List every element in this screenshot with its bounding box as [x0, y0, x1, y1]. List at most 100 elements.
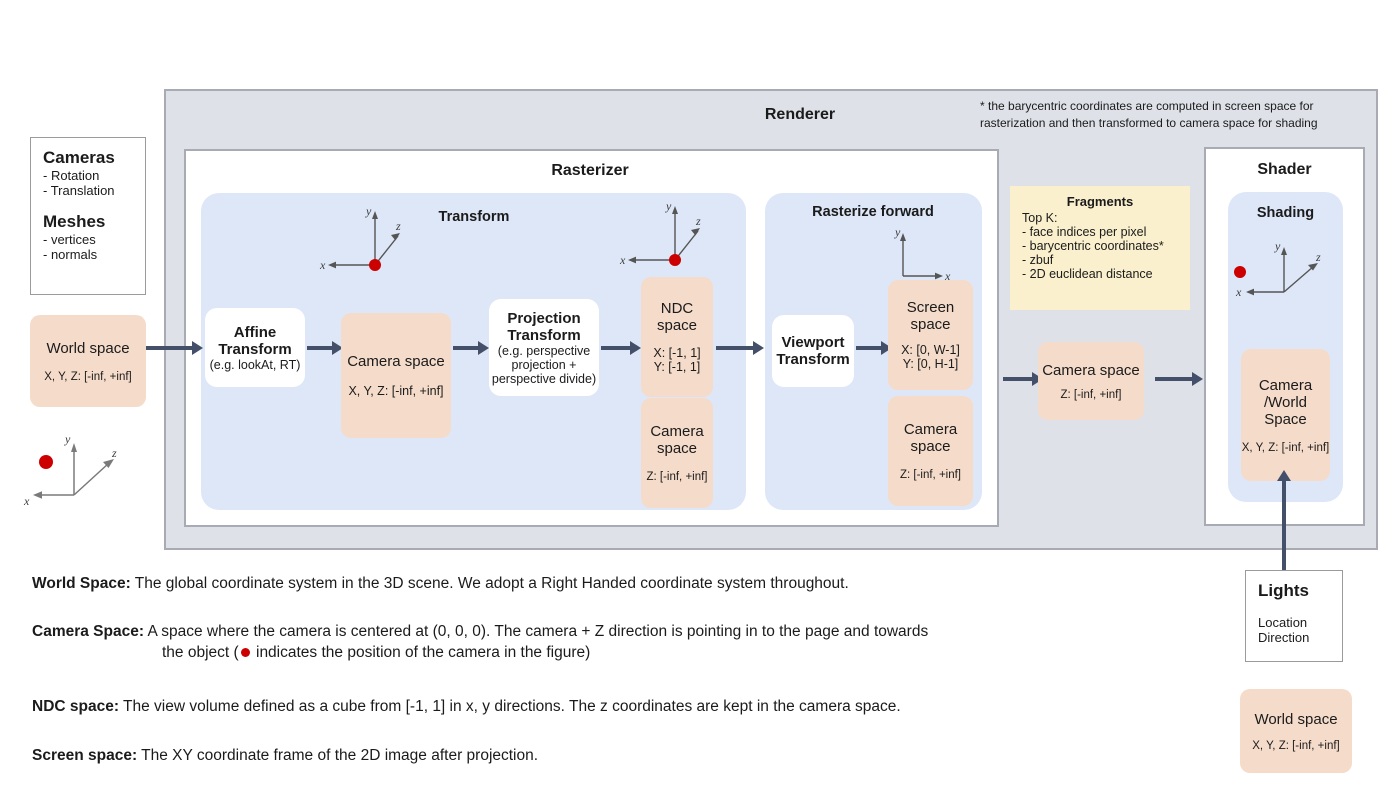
world-axes-widget: y x z [23, 425, 136, 515]
viewport-transform-box: Viewport Transform [772, 315, 854, 387]
fragments-item-1: - barycentric coordinates* [1022, 239, 1164, 253]
meshes-item-1: - normals [43, 247, 98, 262]
rasterize-camera-space-z-title-line2: space [910, 438, 951, 455]
fragments-camera-space-box: Camera space Z: [-inf, +inf] [1038, 342, 1144, 420]
renderer-footnote: * the barycentric coordinates are comput… [980, 98, 1370, 133]
legend-camera-space: Camera Space: A space where the camera i… [32, 622, 1132, 664]
ndc-space-title-line2: space [656, 317, 698, 334]
arrow-ndc-to-viewport [716, 341, 764, 355]
projection-transform-box: Projection Transform (e.g. perspective p… [489, 299, 599, 396]
affine-transform-subtitle: (e.g. lookAt, RT) [209, 357, 301, 372]
legend-screen-space-term: Screen space: [32, 747, 138, 764]
arrow-fragments-to-shader [1155, 372, 1203, 386]
axis-label-z: z [111, 446, 117, 460]
meshes-title: Meshes [43, 212, 106, 231]
rasterizer-title: Rasterizer [551, 162, 629, 179]
axis-label-x: x [944, 269, 951, 283]
transform-axes-widget: y x z [319, 203, 401, 278]
arrow-viewport-to-screen [856, 341, 892, 355]
ndc-space-box: NDC space X: [-1, 1] Y: [-1, 1] [641, 277, 713, 397]
arrow-rasterizer-to-fragments [1003, 372, 1043, 386]
lights-world-space-range: X, Y, Z: [-inf, +inf] [1252, 739, 1340, 752]
legend-camera-space-text-a: A space where the camera is centered at … [144, 623, 929, 640]
screen-space-title-line2: space [910, 316, 951, 333]
screen-space-title-line1: Screen [906, 299, 955, 316]
fragments-subtitle: Top K: [1022, 211, 1058, 225]
axis-label-y: y [64, 432, 71, 446]
axis-label-y: y [665, 199, 672, 213]
lights-world-space-box: World space X, Y, Z: [-inf, +inf] [1240, 689, 1352, 773]
renderer-footnote-line2: rasterization and then transformed to ca… [980, 116, 1318, 131]
lights-world-space-title: World space [1254, 710, 1338, 728]
axis-label-z: z [395, 219, 401, 233]
fragments-title: Fragments [1066, 194, 1134, 209]
axis-label-z: z [695, 214, 701, 228]
transform-camera-space-z-box: Camera space Z: [-inf, +inf] [641, 398, 713, 508]
world-space-input-box: World space X, Y, Z: [-inf, +inf] [30, 315, 146, 407]
renderer-footnote-line1: * the barycentric coordinates are comput… [980, 99, 1314, 113]
legend-screen-space-text: The XY coordinate frame of the 2D image … [137, 747, 539, 764]
legend-ndc-space-term: NDC space: [32, 698, 119, 715]
legend-world-space: World Space: The global coordinate syste… [32, 574, 1132, 595]
legend-ndc-space: NDC space: The view volume defined as a … [32, 697, 1132, 718]
axis-label-y: y [365, 204, 372, 218]
legend-camera-space-text-b: the object ( [162, 643, 239, 661]
transform-camera-space-title: Camera space [347, 353, 445, 370]
transform-title: Transform [438, 209, 510, 225]
camera-world-space-range: X, Y, Z: [-inf, +inf] [1241, 441, 1330, 454]
projection-transform-subtitle-line1: (e.g. perspective [497, 343, 591, 358]
legend-world-space-term: World Space: [32, 575, 131, 592]
projection-transform-title-line2: Transform [507, 326, 581, 344]
meshes-item-0: - vertices [43, 232, 96, 247]
inputs-box: Cameras - Rotation - Translation Meshes … [30, 137, 146, 295]
arrow-projection-to-ndc [601, 341, 641, 355]
axis-label-y: y [1274, 239, 1281, 253]
fragments-camera-space-title: Camera space [1042, 361, 1140, 379]
ndc-axes-widget: y x z [619, 198, 701, 273]
shading-title: Shading [1256, 205, 1315, 221]
arrow-lights-to-shading [1277, 470, 1291, 570]
axis-label-y: y [894, 225, 901, 239]
affine-transform-title-line2: Transform [218, 340, 292, 358]
rasterize-camera-space-z-range: Z: [-inf, +inf] [899, 469, 962, 481]
axis-label-z: z [1315, 250, 1321, 264]
lights-item-1: Direction [1258, 630, 1310, 645]
transform-camera-space-box: Camera space X, Y, Z: [-inf, +inf] [341, 313, 451, 438]
camera-dot-icon [369, 259, 381, 271]
shader-title: Shader [1257, 161, 1312, 178]
lights-item-0: Location [1258, 615, 1308, 630]
arrow-affine-to-camera [307, 341, 343, 355]
transform-camera-space-z-title-line2: space [656, 440, 698, 457]
lights-box: Lights Location Direction [1245, 570, 1343, 662]
lights-title: Lights [1258, 581, 1309, 600]
arrow-world-to-affine [145, 341, 203, 355]
camera-world-space-box: Camera /World Space X, Y, Z: [-inf, +inf… [1241, 349, 1330, 481]
world-space-input-range: X, Y, Z: [-inf, +inf] [44, 370, 132, 383]
legend-camera-space-text-c: indicates the position of the camera in … [251, 643, 591, 661]
renderer-title: Renderer [764, 106, 836, 123]
camera-world-space-title-line1: Camera [1258, 376, 1313, 394]
camera-world-space-title-line3: Space [1264, 410, 1307, 428]
camera-dot-icon [39, 455, 53, 469]
camera-world-space-title-line2: /World [1263, 393, 1308, 411]
cameras-item-1: - Translation [43, 183, 115, 198]
transform-camera-space-z-title-line1: Camera [650, 423, 704, 440]
ndc-space-range-y: Y: [-1, 1] [653, 360, 701, 374]
axis-label-x: x [1235, 285, 1242, 299]
rasterize-camera-space-z-box: Camera space Z: [-inf, +inf] [888, 396, 973, 506]
projection-transform-subtitle-line3: perspective divide) [491, 371, 597, 386]
projection-transform-subtitle-line2: projection + [511, 357, 577, 372]
cameras-title: Cameras [43, 148, 115, 167]
screen-axes-widget: y x [885, 224, 955, 286]
cameras-item-0: - Rotation [43, 168, 100, 183]
rasterize-forward-title: Rasterize forward [812, 204, 934, 220]
camera-dot-icon [240, 648, 250, 658]
fragments-camera-space-range: Z: [-inf, +inf] [1060, 388, 1122, 401]
fragments-item-2: - zbuf [1022, 253, 1054, 267]
screen-space-range-x: X: [0, W-1] [901, 343, 960, 357]
fragments-box: Fragments Top K: - face indices per pixe… [1010, 186, 1190, 310]
affine-transform-title-line1: Affine [233, 323, 277, 341]
legend-world-space-text: The global coordinate system in the 3D s… [130, 575, 849, 592]
axis-label-x: x [23, 494, 30, 508]
legend-camera-space-term: Camera Space: [32, 623, 145, 640]
